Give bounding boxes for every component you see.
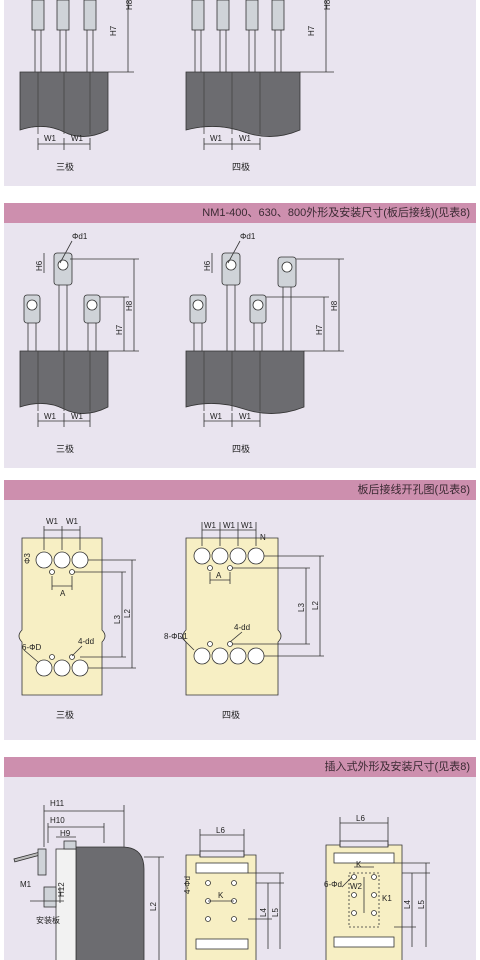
section3-drawing: W1 W1 Φ3 A L3 L2 6-ΦD 4-dd 三极 (18, 517, 324, 720)
s3-w1-left-b: W1 (66, 517, 79, 526)
s3-phi3-label: Φ3 (23, 553, 32, 564)
s3-w1-left-a: W1 (46, 517, 59, 526)
s4-l6-right: L6 (356, 814, 365, 823)
s2-phi-d1-right: Φd1 (240, 232, 256, 241)
s2-h8-left: H8 (125, 300, 134, 311)
section1-drawing: W1 W1 H7 H8 三极 W1 W1 H7 H8 四极 (19, 0, 334, 172)
s3-w1-right-a: W1 (204, 521, 217, 530)
s4-h9-label: H9 (60, 829, 71, 838)
section4-drawing: H11 H10 H9 M1 H12 安装板 L2 L6 K 4-Φd L4 L5 (13, 799, 430, 960)
s1-caption-four-pole: 四极 (232, 161, 250, 172)
s4-l5-right: L5 (417, 900, 426, 909)
s2-h6-right: H6 (203, 260, 212, 271)
three-pole-cutout-plate (18, 526, 136, 696)
s3-four-dd-right: 4-dd (234, 623, 250, 632)
s3-n-label: N (260, 533, 266, 542)
four-pole-cutout-plate (179, 522, 324, 696)
s2-h8-right: H8 (330, 300, 339, 311)
s4-h10-label: H10 (50, 816, 65, 825)
section2-header: NM1-400、630、800外形及安装尺寸(板后接线)(见表8) (4, 203, 476, 223)
s4-mount-plate-label: 安装板 (36, 915, 60, 925)
s4-w2-label: W2 (350, 882, 363, 891)
s2-h7-right: H7 (315, 324, 324, 335)
s2-w1-left-b: W1 (71, 412, 84, 421)
s3-l2-right: L2 (311, 601, 320, 610)
s2-w1-right-a: W1 (210, 412, 223, 421)
s1-h7-right: H7 (307, 25, 316, 36)
s2-caption-four-pole: 四极 (232, 443, 250, 454)
s2-caption-three-pole: 三极 (56, 443, 74, 454)
s1-h8-left: H8 (125, 0, 134, 10)
section4-header: 插入式外形及安装尺寸(见表8) (4, 757, 476, 777)
s4-l5-left: L5 (271, 908, 280, 917)
s1-h8-right: H8 (323, 0, 332, 10)
s3-a-label-right: A (216, 571, 222, 580)
s3-l3-right: L3 (297, 603, 306, 612)
s1-h7-left: H7 (109, 25, 118, 36)
s1-w1-left-b: W1 (71, 134, 84, 143)
s4-l4-left: L4 (259, 908, 268, 917)
s2-h6-left: H6 (35, 260, 44, 271)
plug-in-side-view (13, 805, 164, 960)
s4-k-right: K (356, 860, 362, 869)
s2-w1-left-a: W1 (44, 412, 57, 421)
s1-w1-right-a: W1 (210, 134, 223, 143)
s4-l2-label: L2 (149, 902, 158, 911)
section2-drawing: Φd1 H6 H7 H8 W1 W1 三极 (19, 232, 344, 454)
section4-panel: H11 H10 H9 M1 H12 安装板 L2 L6 K 4-Φd L4 L5 (4, 777, 476, 960)
s3-w1-right-b: W1 (223, 521, 236, 530)
s3-six-phi-d-label: 6-ΦD (22, 643, 41, 652)
three-pole-top-drawing (19, 0, 134, 150)
s1-w1-right-b: W1 (239, 134, 252, 143)
s4-m1-label: M1 (20, 880, 32, 889)
s3-l2-left: L2 (123, 609, 132, 618)
s2-h7-left: H7 (115, 324, 124, 335)
s3-l3-left: L3 (113, 615, 122, 624)
four-pole-rear-drawing (185, 240, 344, 427)
plug-in-four-pole-plate (325, 817, 430, 960)
s3-caption-four-pole: 四极 (222, 709, 240, 720)
s3-caption-three-pole: 三极 (56, 709, 74, 720)
section3-header: 板后接线开孔图(见表8) (4, 480, 476, 500)
section1-panel: W1 W1 H7 H8 三极 W1 W1 H7 H8 四极 (4, 0, 476, 186)
s4-k1-label: K1 (382, 894, 392, 903)
s2-w1-right-b: W1 (239, 412, 252, 421)
s3-eight-phi-d1-label: 8-ΦD1 (164, 632, 188, 641)
s4-h12-label: H12 (57, 882, 66, 897)
s4-h11-label: H11 (50, 799, 65, 808)
four-pole-top-drawing (185, 0, 334, 150)
s2-phi-d1-left: Φd1 (72, 232, 88, 241)
s4-four-phi-d: 4-Φd (183, 876, 192, 894)
three-pole-rear-drawing (19, 240, 139, 427)
s3-a-label-left: A (60, 589, 66, 598)
s1-caption-three-pole: 三极 (56, 161, 74, 172)
s3-four-dd-left: 4-dd (78, 637, 94, 646)
section3-panel: W1 W1 Φ3 A L3 L2 6-ΦD 4-dd 三极 (4, 500, 476, 740)
s4-k-left: K (218, 891, 224, 900)
section2-panel: Φd1 H6 H7 H8 W1 W1 三极 (4, 223, 476, 468)
plug-in-three-pole-plate (185, 829, 284, 960)
s4-l6-left: L6 (216, 826, 225, 835)
s4-l4-right: L4 (403, 900, 412, 909)
s4-six-phi-d: 6-Φd (324, 880, 342, 889)
s1-w1-left-a: W1 (44, 134, 57, 143)
s3-w1-right-c: W1 (241, 521, 254, 530)
